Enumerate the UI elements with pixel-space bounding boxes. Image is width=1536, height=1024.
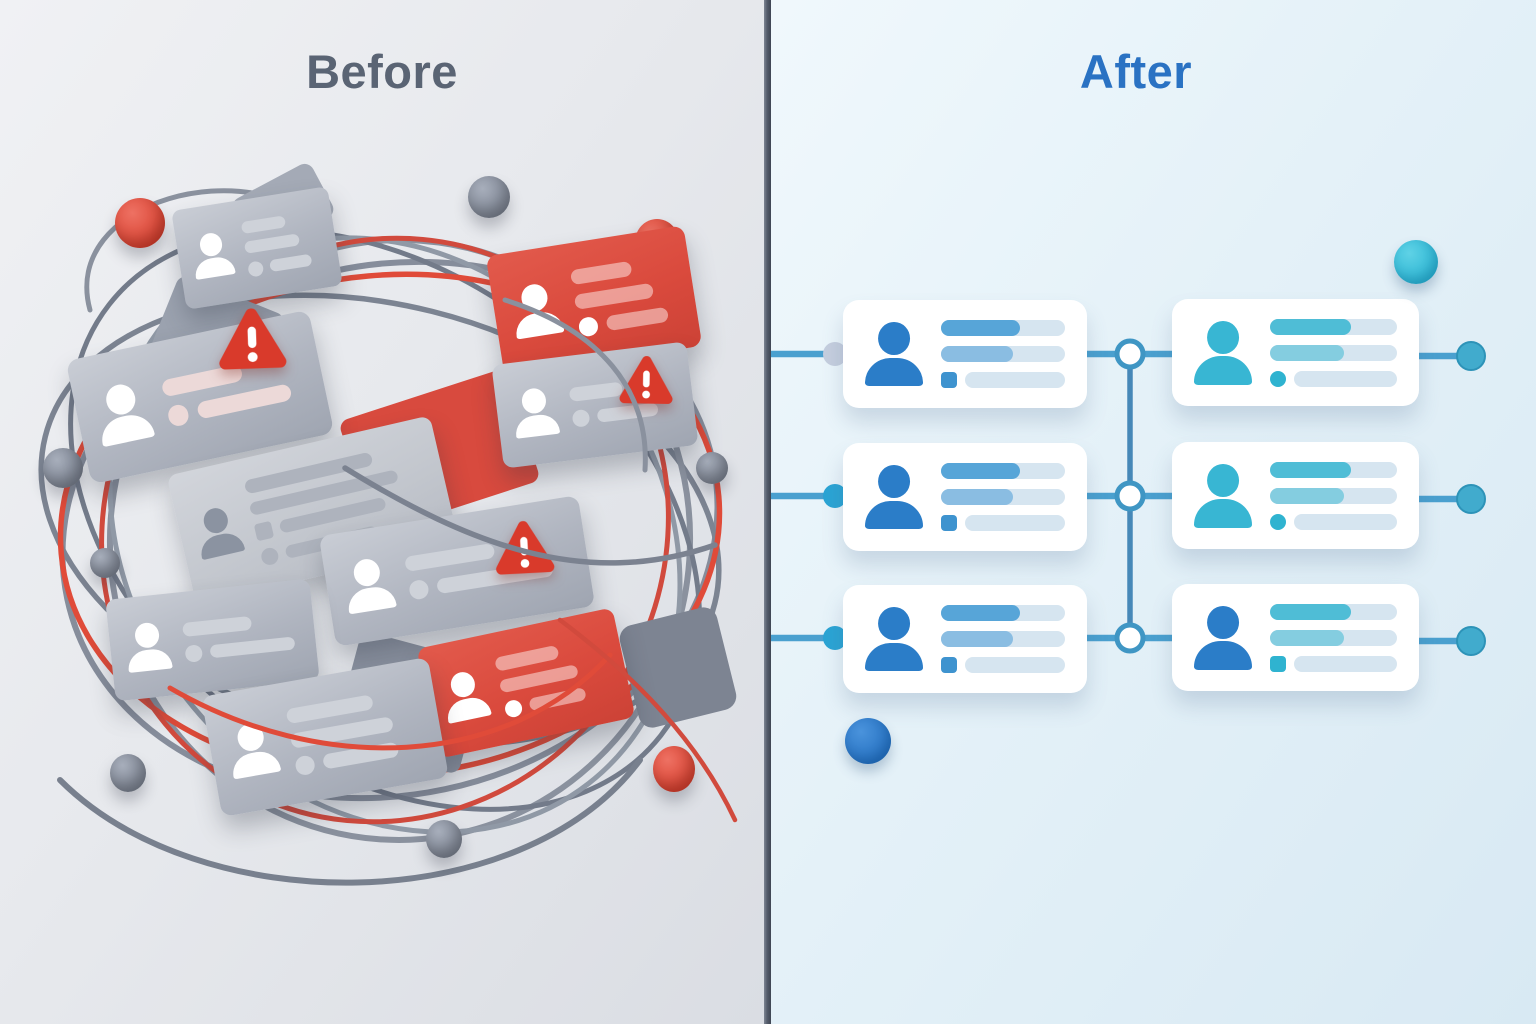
junction-node [1114, 480, 1146, 512]
person-icon [865, 465, 923, 529]
contact-card [171, 186, 343, 310]
warning-icon [619, 356, 672, 405]
contact-card [843, 443, 1087, 551]
person-icon [439, 668, 492, 724]
warning-icon [219, 308, 287, 370]
accent-dot-blue [845, 718, 891, 764]
person-icon [224, 720, 282, 780]
junction-node [1114, 622, 1146, 654]
person-icon [865, 607, 923, 671]
card-text-bars [941, 605, 1065, 673]
endpoint-node [1456, 341, 1486, 371]
sphere-gray [696, 452, 728, 484]
contact-card [1172, 584, 1419, 691]
sphere-gray [468, 176, 510, 218]
sphere-gray [90, 548, 120, 578]
sphere-red [653, 746, 695, 792]
person-icon [91, 380, 156, 447]
person-icon [508, 280, 565, 340]
person-icon [511, 386, 561, 439]
person-icon [1194, 320, 1252, 385]
contact-card [843, 300, 1087, 408]
sphere-red [115, 198, 165, 248]
before-panel: Before [0, 0, 764, 1024]
card-text-bars [1270, 461, 1397, 530]
sphere-gray [110, 754, 146, 792]
warning-icon [495, 521, 554, 575]
person-icon [1194, 463, 1252, 528]
accent-dot-cyan [1394, 240, 1438, 284]
contact-card [1172, 299, 1419, 406]
person-icon [341, 555, 397, 615]
endpoint-node [1456, 484, 1486, 514]
contact-card [1172, 442, 1419, 549]
contact-card [843, 585, 1087, 693]
contact-card-warning [65, 308, 335, 485]
sphere-gray [43, 448, 83, 488]
after-title: After [1079, 45, 1193, 98]
after-panel: After [771, 0, 1536, 1024]
card-text-bars [1270, 603, 1397, 672]
person-icon [865, 322, 923, 386]
card-text-bars [941, 463, 1065, 531]
person-icon [190, 231, 236, 280]
contact-card-error [416, 607, 636, 759]
card-text-bars [182, 611, 300, 663]
endpoint-node [1456, 626, 1486, 656]
person-icon [1194, 605, 1252, 670]
card-text-bars [285, 687, 427, 777]
card-text-bars [570, 254, 680, 338]
contact-card-warning [491, 341, 699, 469]
card-text-bars [494, 635, 614, 719]
card-text-bars [941, 320, 1065, 388]
person-icon [192, 503, 246, 561]
person-icon [124, 621, 173, 673]
panel-divider [764, 0, 771, 1024]
before-title: Before [306, 45, 458, 98]
card-text-bars [1270, 318, 1397, 387]
card-debris-dark [616, 604, 740, 731]
junction-node [1114, 338, 1146, 370]
card-text-bars [240, 210, 325, 278]
sphere-gray [426, 820, 462, 858]
